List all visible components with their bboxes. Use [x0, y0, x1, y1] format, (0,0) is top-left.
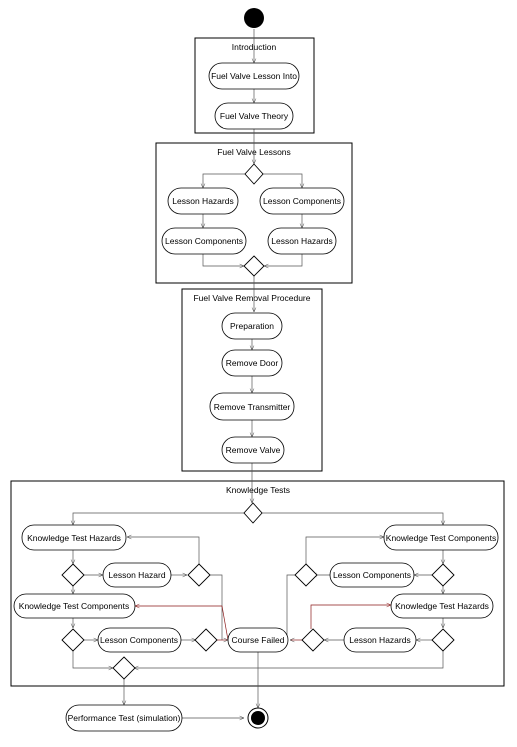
decision-ktc-right [431, 563, 455, 587]
decision-tests-fork [243, 502, 263, 524]
merge-lesson-components-left [194, 628, 218, 652]
edge-failed-back-to-ktc-left [135, 606, 229, 641]
node-lesson-components-left: Lesson Components [100, 635, 178, 645]
edge-right-to-join [264, 254, 303, 266]
start-node [244, 8, 264, 28]
node-lesson-components-right: Lesson Components [333, 570, 411, 580]
edge-fork-right [263, 173, 302, 188]
edge-merge-to-failed-3 [286, 574, 296, 640]
edge-decision-to-bottom-join-right [134, 651, 444, 668]
node-lesson-components-b: Lesson Components [165, 236, 243, 246]
decision-kth-right [431, 628, 455, 652]
decision-bottom-join [112, 656, 136, 680]
node-remove-door: Remove Door [226, 358, 279, 368]
node-lesson-hazards-a: Lesson Hazards [172, 196, 233, 206]
node-lesson-hazard-left: Lesson Hazard [108, 570, 165, 580]
decision-lessons-join [243, 255, 265, 277]
decision-ktc-left [61, 628, 85, 652]
node-kt-components-right: Knowledge Test Components [386, 533, 496, 543]
node-kt-hazards-right: Knowledge Test Hazards [395, 601, 489, 611]
merge-lesson-components-right [294, 563, 318, 587]
edge-fork-left [203, 173, 245, 188]
node-course-failed: Course Failed [232, 635, 285, 645]
group-title-knowledge-tests: Knowledge Tests [226, 485, 290, 495]
node-lesson-components-a: Lesson Components [263, 196, 341, 206]
node-lesson-hazards-b: Lesson Hazards [271, 236, 332, 246]
group-title-removal-procedure: Fuel Valve Removal Procedure [193, 293, 310, 303]
node-remove-valve: Remove Valve [226, 445, 281, 455]
edge-kt-fork-right [262, 512, 443, 525]
decision-lessons-fork [244, 163, 264, 185]
edge-merge-to-failed-1 [210, 574, 223, 640]
edge-left-to-join [202, 254, 244, 266]
node-kt-components-left: Knowledge Test Components [19, 601, 129, 611]
node-valve-theory: Fuel Valve Theory [220, 111, 289, 121]
edge-merge-back-to-kth [127, 537, 200, 564]
node-remove-transmitter: Remove Transmitter [214, 402, 291, 412]
decision-nodes [61, 163, 455, 680]
node-lesson-intro: Fuel Valve Lesson Into [211, 71, 297, 81]
node-kt-hazards-left: Knowledge Test Hazards [27, 533, 121, 543]
merge-lesson-hazards-right [301, 628, 325, 652]
node-preparation: Preparation [230, 321, 274, 331]
end-node [247, 707, 269, 729]
node-lesson-hazards-right: Lesson Hazards [349, 635, 410, 645]
activity-nodes: Fuel Valve Lesson Into Fuel Valve Theory… [13, 62, 499, 732]
edge-kt-fork-left [73, 512, 244, 525]
edge-decision-to-bottom-join-left [72, 651, 113, 668]
merge-lesson-hazard-left [187, 563, 211, 587]
node-performance-test: Performance Test (simulation) [68, 713, 181, 723]
group-knowledge-tests: Knowledge Tests [10, 480, 505, 687]
edge-merge-back-to-ktc-right [305, 537, 384, 564]
decision-kth-left [61, 563, 85, 587]
edge-failed-back-to-kth-right [310, 605, 391, 629]
edges [73, 29, 443, 718]
